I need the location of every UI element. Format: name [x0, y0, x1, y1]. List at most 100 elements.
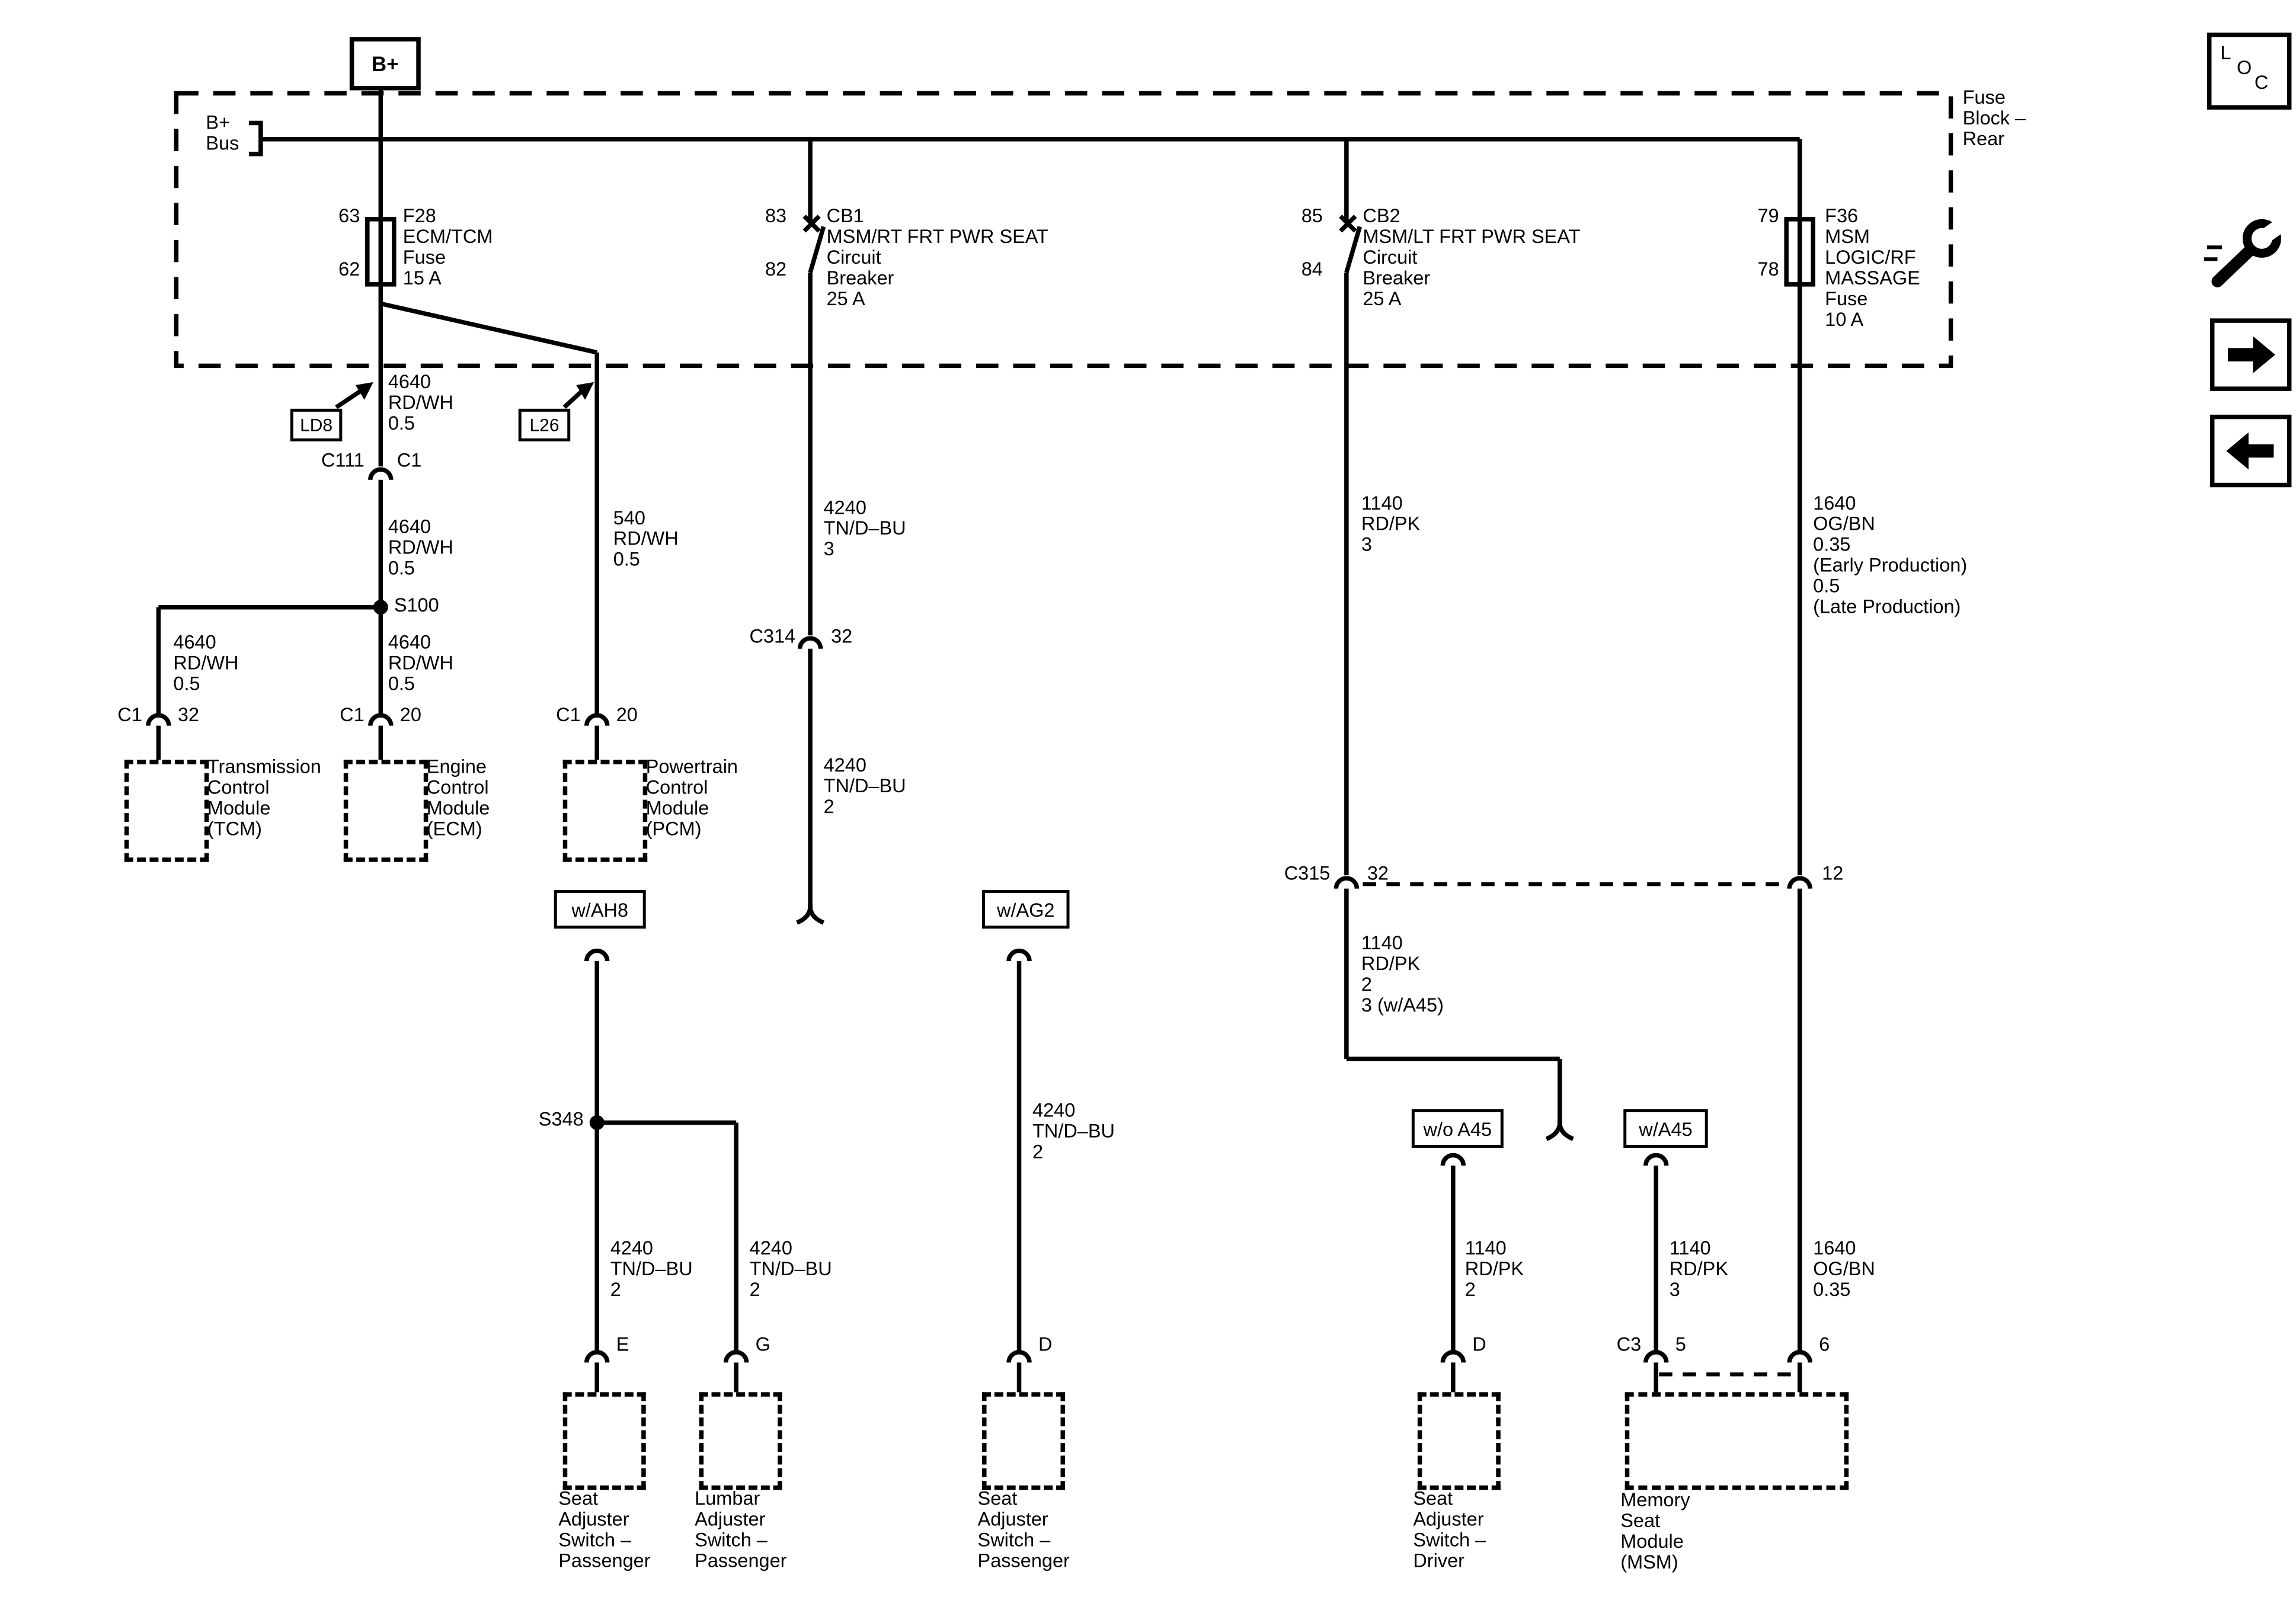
ref-l26[interactable]: L26 [518, 408, 571, 441]
f28-pin-bottom: 62 [338, 257, 360, 280]
w-a45-branch-start [1643, 1153, 1669, 1166]
label-line: TN/D–BU [823, 517, 906, 539]
label-line: 0.5 [173, 672, 200, 695]
label-line: MSM/LT FRT PWR SEAT [1363, 225, 1581, 248]
label-line: Control [207, 776, 270, 799]
seat-adjuster-passenger-left-box [562, 1392, 646, 1490]
terminal-d-pass-label: D [1038, 1333, 1053, 1355]
arrow-head [355, 382, 373, 400]
cb2-pin-bottom: 84 [1301, 257, 1323, 280]
terminal-e-symbol [584, 1350, 610, 1393]
arrow-left-button[interactable] [2209, 414, 2292, 488]
c315-pin: 32 [1367, 862, 1389, 885]
terminal-d-drv-label: D [1472, 1333, 1486, 1355]
c315-connector-symbol [1334, 876, 1360, 889]
label-line: 1140 [1669, 1236, 1711, 1259]
label-line: 0.5 [613, 548, 640, 571]
label-line: Switch – [1413, 1528, 1486, 1551]
split-curl-right [808, 903, 825, 925]
cb2-breaker-symbol [1339, 139, 1362, 273]
terminal-c3-5-symbol [1643, 1350, 1669, 1393]
loc-button[interactable]: L O C [2207, 32, 2292, 110]
tcm-conn-name: C1 [117, 703, 142, 726]
label-line: 2 [1464, 1278, 1476, 1301]
c111-connector-symbol [368, 467, 394, 481]
label-line: 25 A [826, 287, 865, 310]
label-line: Passenger [695, 1549, 787, 1571]
label-line: 0.5 [1813, 574, 1840, 597]
label-line: 1140 [1361, 932, 1403, 954]
label-line: (PCM) [645, 817, 702, 840]
label-line: 2 [1032, 1140, 1044, 1163]
split-curl-right [1557, 1119, 1574, 1141]
option-w-ah8-label: w/AH8 [571, 898, 629, 921]
label-line: RD/WH [388, 536, 453, 559]
label-line: RD/WH [173, 651, 239, 674]
cb2-pin-top: 85 [1301, 204, 1323, 227]
tcm-box [124, 760, 209, 862]
c315-name: C315 [1284, 862, 1331, 885]
terminal-arc [723, 1350, 749, 1363]
label-line: 4240 [823, 754, 866, 776]
pin12-connector-symbol [1787, 876, 1812, 889]
c3-pin5-label: 5 [1675, 1333, 1686, 1355]
label-line: Fuse [402, 245, 446, 268]
ecm-conn-name: C1 [340, 703, 364, 726]
terminal-arc [368, 713, 394, 726]
label-line: Switch – [977, 1528, 1051, 1551]
tcm-conn-pin: 32 [177, 703, 200, 726]
ecm-conn-pin: 20 [399, 703, 421, 726]
f36-pin-bottom: 78 [1757, 257, 1779, 280]
cb2-split-symbol [1545, 1119, 1574, 1141]
label-line: 0.35 [1813, 1278, 1851, 1301]
label-line: RD/PK [1361, 952, 1421, 975]
c3-name: C3 [1616, 1333, 1642, 1355]
ref-ld8[interactable]: LD8 [290, 408, 343, 441]
seat-adjuster-passenger-right-box [982, 1392, 1065, 1490]
label-line: MSM/RT FRT PWR SEAT [826, 225, 1048, 248]
ag2-branch-start [1006, 948, 1032, 962]
label-line: Passenger [558, 1549, 651, 1571]
label-line: CB1 [826, 204, 864, 227]
label-line: Adjuster [977, 1507, 1048, 1530]
label-line: 15 A [402, 266, 442, 289]
cb1-split-symbol [796, 903, 825, 925]
label-line: 2 [1361, 973, 1372, 996]
bus-bracket [248, 120, 263, 156]
label-line: Passenger [977, 1549, 1070, 1571]
label-line: LOGIC/RF [1825, 245, 1916, 268]
label-line: 1640 [1813, 491, 1856, 514]
label-line: Lumbar [695, 1487, 760, 1509]
breaker-x2 [802, 215, 821, 233]
label-line: 0.5 [388, 672, 415, 695]
label-line: 4640 [388, 515, 431, 538]
label-line: OG/BN [1813, 1257, 1875, 1280]
option-w-a45: w/A45 [1623, 1109, 1708, 1148]
terminal-g-label: G [755, 1333, 770, 1355]
label-line: Seat [558, 1487, 599, 1509]
label-line: TN/D–BU [1032, 1119, 1115, 1142]
breaker-x2 [1339, 215, 1357, 233]
arrow-shaft [335, 388, 364, 409]
label-line: RD/PK [1669, 1257, 1729, 1280]
ecm-terminal-symbol [368, 713, 394, 760]
pcm-conn-name: C1 [556, 703, 581, 726]
option-w-ah8: w/AH8 [554, 890, 646, 929]
terminal-arc [1440, 1350, 1466, 1363]
s348-label: S348 [538, 1108, 584, 1130]
arrow-right-button[interactable] [2209, 318, 2292, 391]
label-line: 4640 [388, 630, 431, 654]
wrench-icon[interactable] [2202, 215, 2292, 290]
label-line: 0.35 [1813, 533, 1851, 556]
f36-fuse-symbol [1784, 217, 1815, 287]
option-w-ag2-label: w/AG2 [996, 898, 1055, 921]
